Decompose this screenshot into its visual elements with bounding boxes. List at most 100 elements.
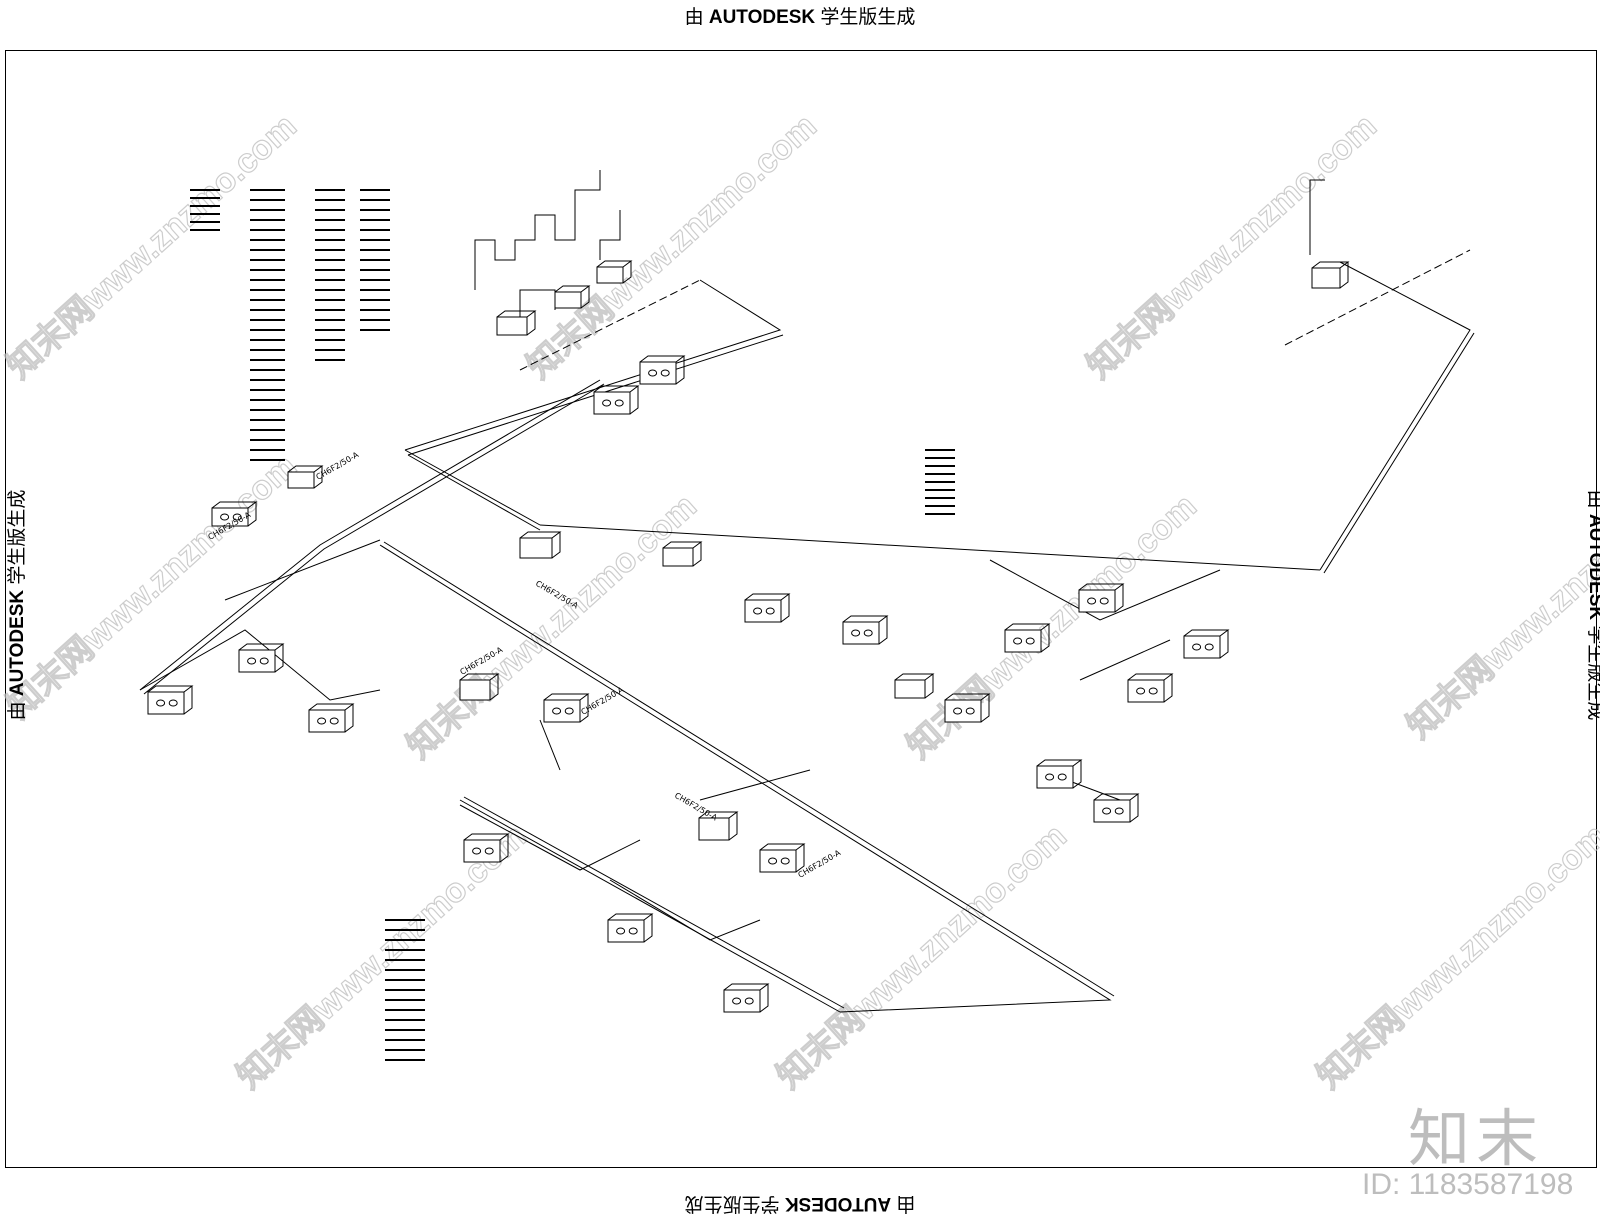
- annotation-ticks: [190, 189, 955, 1061]
- fan-outlet: [472, 847, 482, 855]
- unit-box: [463, 839, 501, 863]
- unit-box-edge: [607, 913, 654, 943]
- fan-outlet: [1045, 773, 1055, 781]
- banner-suffix: 学生版生成: [815, 7, 916, 28]
- fan-outlet: [564, 707, 574, 715]
- unit-box-edge: [1078, 583, 1125, 613]
- pipe-run: [539, 524, 1321, 571]
- pipe-run: [599, 210, 621, 260]
- pipe-run: [463, 796, 845, 1009]
- unit-box: [543, 699, 581, 723]
- pipe-run: [139, 379, 601, 691]
- pipe-run: [539, 719, 561, 771]
- fan-outlet: [1102, 807, 1112, 815]
- fan-outlet: [1136, 687, 1146, 695]
- unit-box: [308, 709, 346, 733]
- unit-box: [1183, 635, 1221, 659]
- pipe-run: [379, 544, 1112, 1013]
- banner-brand: AUTODESK: [784, 1193, 892, 1214]
- unit-box: [1004, 629, 1042, 653]
- unit-box-edge: [744, 593, 791, 623]
- unit-box-edge: [147, 685, 194, 715]
- autodesk-banner-left: 由 AUTODESK 学生版生成: [2, 490, 29, 721]
- unit-box: [147, 691, 185, 715]
- note-block: [315, 189, 345, 361]
- pipe-network: [139, 170, 1475, 1013]
- fan-outlet: [484, 847, 494, 855]
- fan-outlet: [660, 369, 670, 377]
- fan-outlet: [168, 699, 178, 707]
- unit-box-edge: [759, 843, 806, 873]
- fan-outlet: [329, 717, 339, 725]
- unit-box-edge: [593, 385, 640, 415]
- unit-box-edge: [698, 811, 739, 841]
- fan-outlet: [156, 699, 166, 707]
- unit-box-edge: [894, 673, 935, 699]
- note-block: [925, 449, 955, 515]
- unit-box-edge: [463, 833, 510, 863]
- pipe-run: [383, 541, 1115, 997]
- watermark-text: 知末网www.znzmo.com: [520, 107, 824, 386]
- pipe-run: [139, 629, 381, 701]
- unit-box-edge: [596, 260, 633, 284]
- watermark-text: 知末网www.znzmo.com: [1080, 107, 1384, 386]
- fan-outlet: [780, 857, 790, 865]
- unit-box: [662, 547, 694, 567]
- pipe-run: [1319, 261, 1471, 571]
- pipe-run: [404, 449, 541, 526]
- unit-box: [1036, 765, 1074, 789]
- pipe-run: [1323, 332, 1475, 574]
- pipe-run: [459, 804, 641, 871]
- fan-outlet: [247, 657, 257, 665]
- pipe-run: [1309, 179, 1325, 255]
- unit-box-edge: [519, 531, 562, 559]
- unit-box-edge: [944, 693, 991, 723]
- fan-outlet: [602, 399, 612, 407]
- unit-box: [519, 537, 553, 559]
- fan-outlet: [317, 717, 327, 725]
- unit-box: [459, 679, 491, 701]
- unit-box-edge: [1036, 759, 1083, 789]
- watermark-text: 知末网www.znzmo.com: [400, 487, 704, 766]
- fan-outlet: [259, 657, 269, 665]
- unit-box-edge: [308, 703, 355, 733]
- unit-box-edge: [1004, 623, 1051, 653]
- unit-box: [744, 599, 782, 623]
- watermark-id: ID: 1183587198: [1362, 1168, 1574, 1201]
- banner-suffix: 学生版生成: [1585, 625, 1600, 721]
- pipe-run: [224, 539, 381, 601]
- unit-box-edge: [287, 465, 324, 489]
- note-block: [360, 189, 390, 331]
- unit-box-edge: [1183, 629, 1230, 659]
- unit-box-edge: [1311, 261, 1350, 289]
- autodesk-banner-bottom: 由 AUTODESK 学生版生成: [0, 1192, 1600, 1219]
- fan-outlet: [744, 997, 754, 1005]
- fan-outlet: [1013, 637, 1023, 645]
- unit-box-edge: [554, 285, 591, 309]
- fan-outlet: [953, 707, 963, 715]
- autodesk-banner-top: 由 AUTODESK 学生版生成: [0, 2, 1600, 29]
- unit-box-edge: [543, 693, 590, 723]
- watermark-text: 知末网www.znzmo.com: [0, 447, 304, 726]
- unit-box-edge: [459, 673, 500, 701]
- unit-box: [554, 291, 582, 309]
- unit-box: [1078, 589, 1116, 613]
- watermark-text: 知末网www.znzmo.com: [900, 487, 1204, 766]
- pipe-run: [404, 279, 782, 451]
- banner-prefix: 由: [891, 1193, 916, 1214]
- fan-outlet: [616, 927, 626, 935]
- pipe-run: [1079, 639, 1171, 681]
- unit-label: CH6F2/50-A: [797, 848, 843, 880]
- equipment-units: [147, 260, 1350, 1013]
- watermark-text: 知末网www.znzmo.com: [1310, 817, 1600, 1096]
- fan-outlet: [614, 399, 624, 407]
- fan-outlet: [232, 513, 242, 521]
- pipe-run: [519, 289, 556, 320]
- unit-box: [238, 649, 276, 673]
- unit-box-edge: [662, 541, 703, 567]
- pipe-run: [459, 799, 841, 1013]
- unit-box-edge: [1127, 673, 1174, 703]
- pipe-run: [989, 559, 1221, 621]
- fan-outlet: [552, 707, 562, 715]
